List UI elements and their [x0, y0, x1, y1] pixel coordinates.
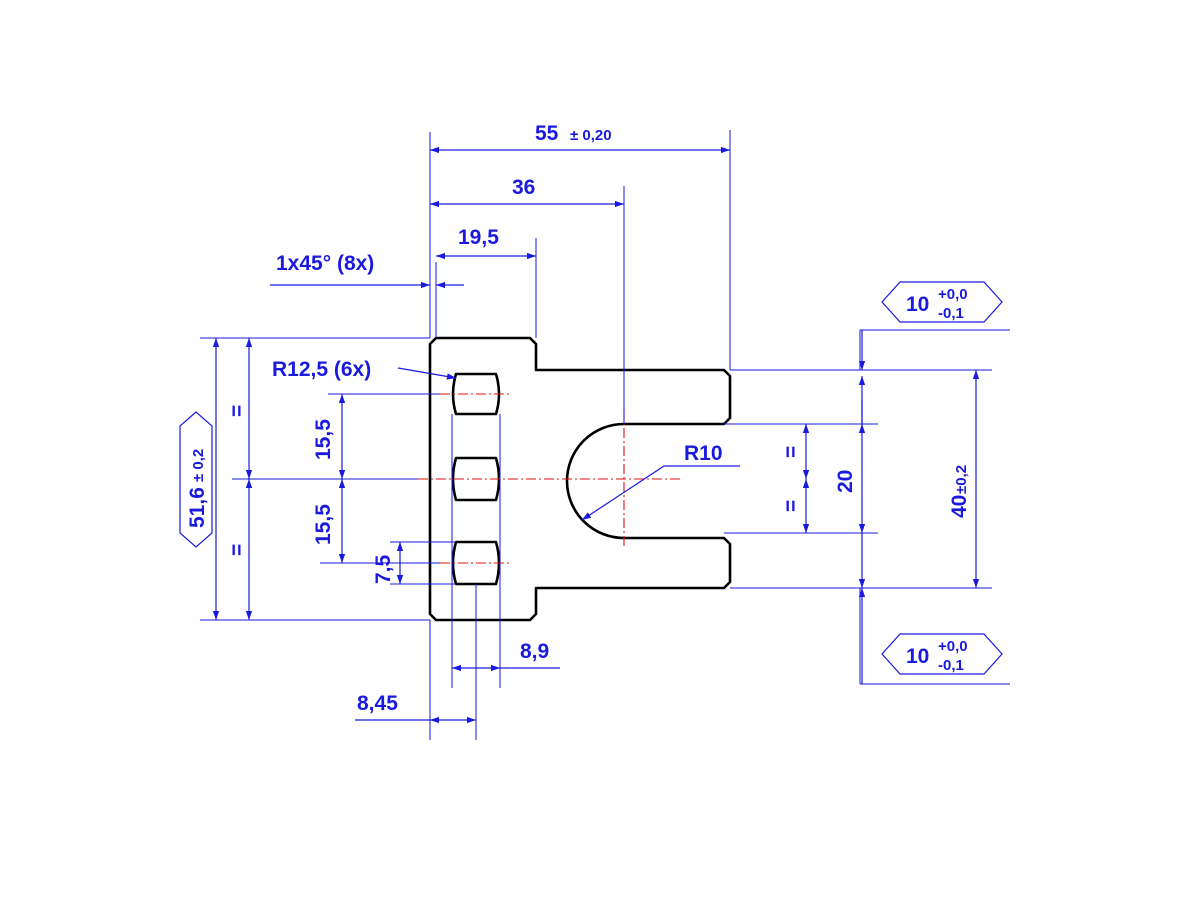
dim-tine-bottom-tol-lower: -0,1	[938, 657, 964, 674]
equal-sign-upper-right: =	[780, 446, 803, 458]
boxed-dim-overall-height: 51,6 ± 0,2	[179, 411, 213, 548]
dim-overall-width-tol: ± 0,20	[570, 127, 612, 144]
dim-tine-top-tol-lower: -0,1	[938, 305, 964, 322]
slot-middle	[451, 456, 501, 502]
dim-slot-width: 8,9	[520, 640, 549, 663]
extension-lines	[200, 130, 1010, 740]
dim-slot-gap: 20	[834, 470, 857, 493]
dimension-labels: 55 ± 0,20 36 19,5 1x45° (8x) R12,5 (6x) …	[226, 122, 971, 715]
dim-tine-top-tol-upper: +0,0	[938, 286, 968, 303]
slot-bottom	[451, 540, 501, 586]
dim-slot-radius: R12,5 (6x)	[272, 358, 371, 381]
dim-inner-height-tol: ±0,2	[953, 465, 970, 494]
dim-overall-width: 55	[535, 122, 559, 145]
slot-top	[451, 372, 501, 416]
dim-overall-height-tol: ± 0,2	[190, 449, 207, 482]
dim-pitch-lower: 15,5	[312, 504, 335, 545]
equal-sign-lower-right: =	[780, 500, 803, 512]
dim-chamfer: 1x45° (8x)	[276, 252, 374, 275]
dim-tine-bottom: 10	[906, 645, 929, 668]
dim-notch-width: 19,5	[458, 226, 499, 249]
boxed-dim-tine-top: 10 +0,0 -0,1	[881, 281, 1003, 323]
dim-overall-height: 51,6	[186, 487, 209, 528]
dim-tine-bottom-tol-upper: +0,0	[938, 638, 968, 655]
dim-slot-height: 7,5	[372, 554, 395, 584]
dim-tine-top: 10	[906, 293, 929, 316]
equal-sign-upper-left: =	[226, 405, 249, 417]
dim-pitch-upper: 15,5	[312, 419, 335, 460]
dim-slot-offset: 8,45	[357, 692, 398, 715]
equal-sign-lower-left: =	[226, 544, 249, 556]
dim-u-radius: R10	[684, 442, 723, 465]
dim-center-slot: 36	[512, 176, 535, 199]
boxed-dim-tine-bottom: 10 +0,0 -0,1	[881, 633, 1003, 675]
dim-inner-height: 40	[948, 495, 971, 518]
dimension-lines	[212, 146, 980, 724]
